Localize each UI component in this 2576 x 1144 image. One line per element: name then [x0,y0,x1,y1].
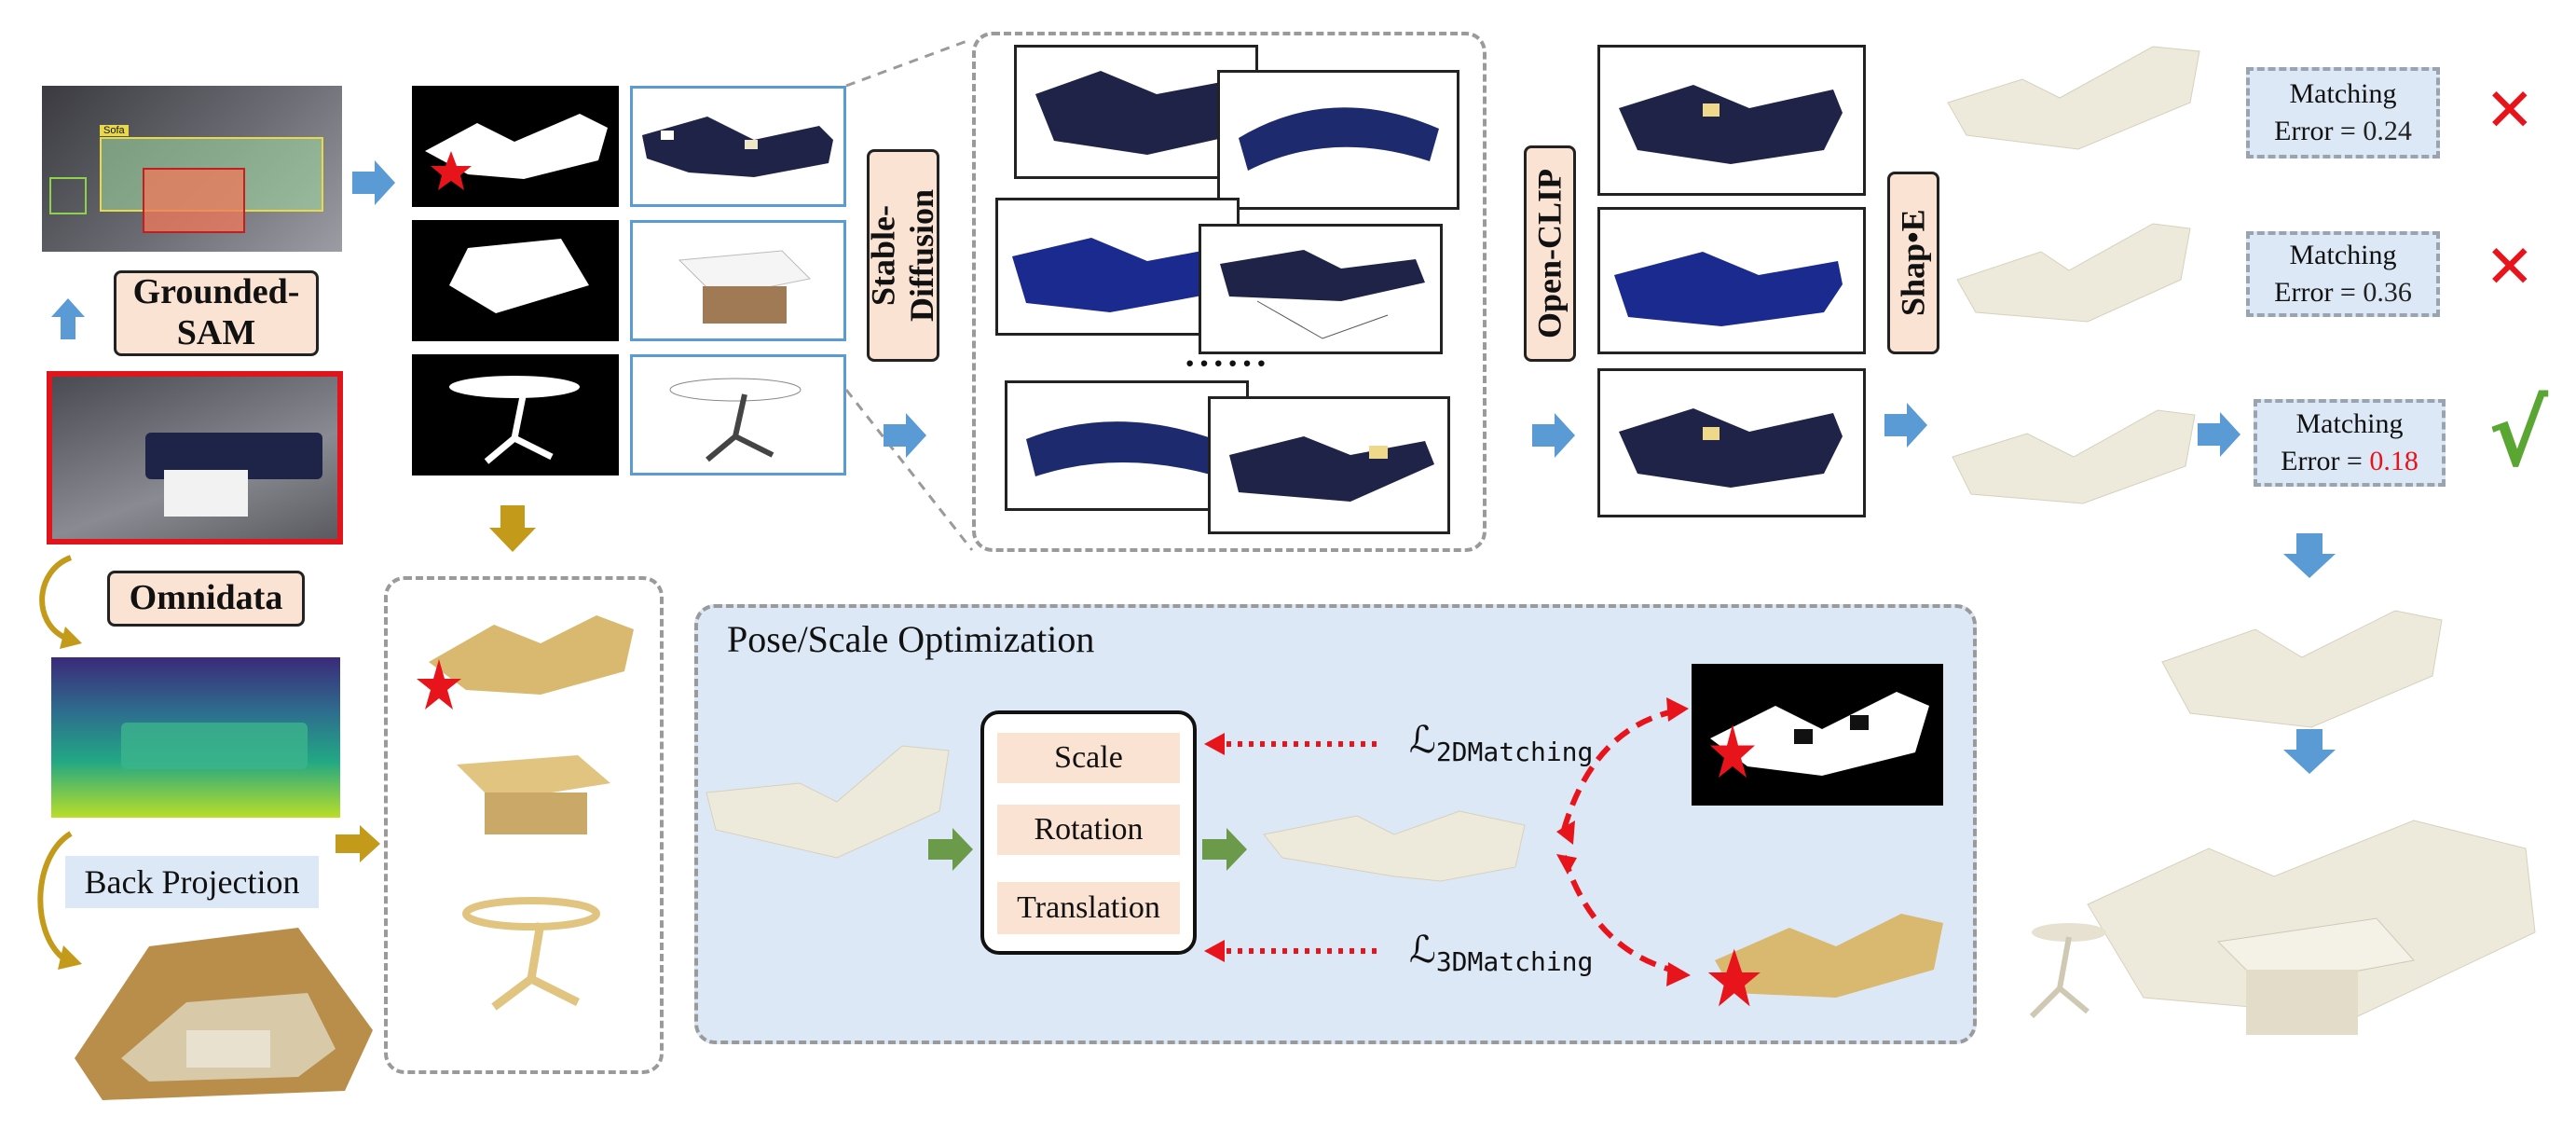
optimization-title: Pose/Scale Optimization [727,618,1095,660]
up-arrow-icon [51,298,85,339]
opt-input-mesh-image [706,745,950,859]
open-clip-text: Open-CLIP [1530,168,1569,339]
translation-text: Translation [1017,890,1160,925]
error-prefix: Error = [2281,446,2370,476]
table-detection-box [143,168,245,233]
blue-arrow-down-1-icon [2283,533,2336,578]
retrieved-sofa-image [630,86,846,207]
opt-output-mesh-image [1263,810,1526,882]
clip-candidate-1 [1597,45,1866,196]
cross-icon: ✕ [2485,76,2535,145]
matching-label: Matching [2295,407,2404,439]
depth-map-image [51,657,340,818]
curved-arrow-omnidata-icon [39,555,82,649]
green-arrow-1-icon [928,828,973,871]
grounded-sam-label: Grounded-SAM [114,270,319,356]
generated-sofa-6 [1208,396,1450,534]
scene-point-cloud-image [75,928,373,1100]
rotation-text: Rotation [1034,812,1144,847]
blue-arrow-to-shape-icon [1884,403,1927,448]
connector-lines [844,37,974,551]
refined-mesh-image [2161,610,2443,728]
loss-2d-symbol: ℒ [1409,719,1436,761]
generated-sofa-4 [1199,224,1443,354]
input-table-shape [164,470,248,517]
sofa-mask-image [412,86,619,207]
scale-param: Scale [997,733,1180,783]
matching-error-box-1: Matching Error = 0.24 [2246,67,2440,159]
loss-3d-symbol: ℒ [1409,929,1436,971]
generated-sofa-2 [1217,70,1459,210]
clip-selected [1597,368,1866,517]
rotation-param: Rotation [997,805,1180,855]
blue-arrow-to-match-icon [2198,412,2240,457]
sidetable-point-cloud-image [462,897,600,1011]
grounded-sam-text: Grounded-SAM [132,272,300,352]
matching-error-box-2: Matching Error = 0.36 [2246,231,2440,317]
shap-e-text: Shap•E [1894,209,1932,317]
cross-icon: ✕ [2485,233,2535,302]
blue-arrow-to-clip-icon [1532,413,1575,458]
back-projection-label: Back Projection [65,856,319,908]
scale-text: Scale [1054,740,1123,775]
ellipsis: ······ [1184,342,1270,384]
back-projection-text: Back Projection [84,863,300,901]
detection-scene-image: Sofa [42,86,342,252]
curved-arrow-backproj-icon [37,831,82,970]
omnidata-text: Omnidata [129,578,283,618]
loss-3d-subscript: 3DMatching [1435,946,1594,977]
generated-images-panel [972,32,1487,552]
blue-arrow-to-sd-icon [884,413,926,458]
matching-error-box-3: Matching Error = 0.18 [2254,399,2446,487]
target-mask-image [1692,664,1943,806]
chair-detection-box [49,177,87,214]
dashed-arrow-to-cloud-icon [1556,854,1691,986]
error-value: 0.24 [2363,116,2412,146]
table-point-cloud-image [457,755,610,834]
blue-arrow-right-icon [352,160,395,205]
sofa-point-cloud-image [417,615,634,710]
matching-label: Matching [2289,239,2397,270]
loss-2d-label: ℒ2DMatching [1409,718,1593,767]
loss-2d-subscript: 2DMatching [1435,737,1594,767]
check-icon: √ [2488,382,2549,487]
sidetable-mask-image [412,354,619,476]
retrieved-sidetable-image [630,354,846,476]
target-point-cloud-image [1707,914,1943,1007]
shap-e-mesh-3 [1952,409,2196,504]
omnidata-label: Omnidata [107,571,305,627]
gold-arrow-down-icon [489,505,536,552]
matching-label: Matching [2289,77,2397,109]
final-scene-mesh-image [2029,820,2536,1035]
shap-e-mesh-1 [1947,46,2200,150]
point-cloud-panel [384,576,664,1074]
loss-3d-arrow-icon [1204,940,1377,962]
clip-candidate-2 [1597,207,1866,354]
error-value: 0.18 [2369,446,2418,476]
loss-3d-label: ℒ3DMatching [1409,928,1593,977]
input-scene-image [47,371,343,544]
sofa-tag: Sofa [100,125,129,136]
error-value: 0.36 [2363,277,2412,308]
depth-sofa-shape [121,723,308,769]
error-prefix: Error = [2274,277,2364,308]
loss-2d-arrow-icon [1204,733,1377,755]
blue-arrow-down-2-icon [2283,729,2336,774]
open-clip-label: Open-CLIP [1524,145,1576,362]
translation-param: Translation [997,882,1180,934]
shap-e-label: Shap•E [1887,172,1939,354]
green-arrow-2-icon [1202,828,1247,871]
gold-arrow-right-icon [336,825,380,862]
error-prefix: Error = [2274,116,2364,146]
dashed-arrow-to-mask-icon [1556,697,1689,845]
shap-e-mesh-2 [1956,223,2191,323]
retrieved-table-image [630,220,846,341]
table-mask-image [412,220,619,341]
